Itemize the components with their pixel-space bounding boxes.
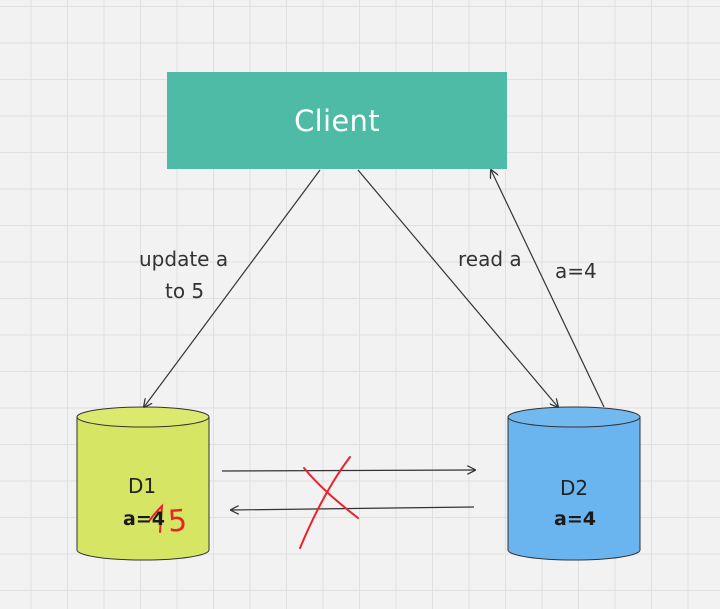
read-label: read a bbox=[458, 247, 522, 271]
read-arrow bbox=[357, 169, 558, 407]
client-label: Client bbox=[294, 103, 380, 138]
update-label-line2: to 5 bbox=[165, 279, 205, 303]
d2-name: D2 bbox=[560, 476, 589, 500]
d1-value: a=4 bbox=[123, 508, 165, 530]
d2-cylinder bbox=[507, 406, 641, 561]
update-arrow bbox=[144, 169, 321, 407]
replication-arrow-d1-to-d2 bbox=[221, 470, 475, 471]
d1-name: D1 bbox=[128, 474, 157, 498]
d2-value: a=4 bbox=[554, 508, 596, 530]
client-box: Client bbox=[167, 72, 507, 169]
d1-correction: 5 bbox=[166, 503, 189, 540]
update-label-line1: update a bbox=[139, 247, 229, 271]
strike-mark bbox=[149, 503, 164, 533]
update-label: update a to 5 bbox=[139, 243, 228, 307]
response-arrow bbox=[491, 170, 605, 408]
response-label: a=4 bbox=[555, 259, 597, 283]
partition-x-mark bbox=[299, 456, 359, 549]
replication-arrow-d2-to-d1 bbox=[231, 507, 475, 510]
